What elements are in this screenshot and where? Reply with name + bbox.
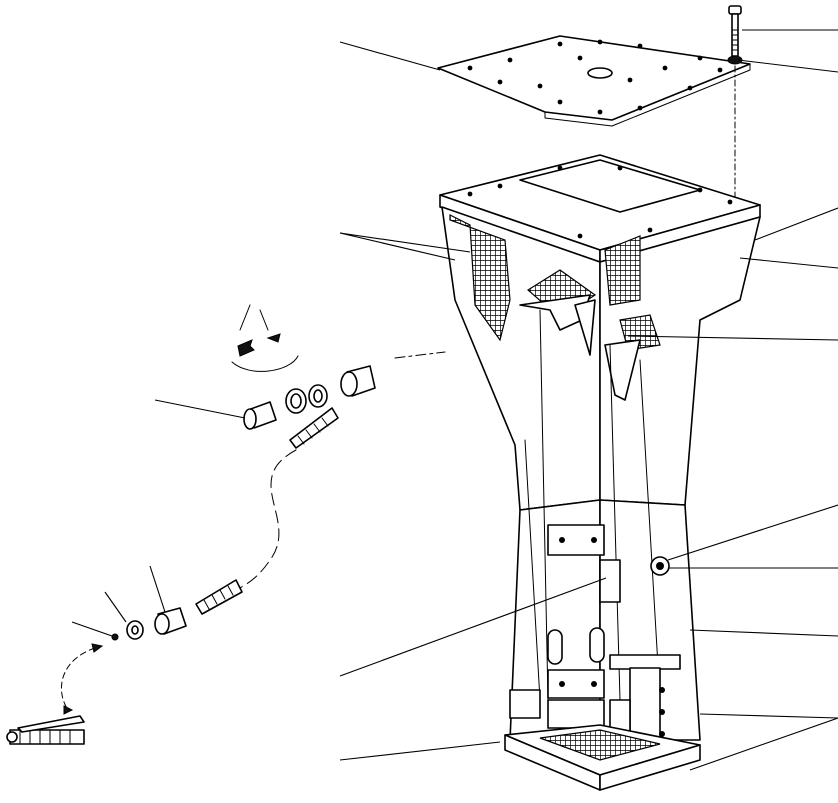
- top-plate: [437, 35, 751, 127]
- frame-column: [439, 154, 761, 791]
- hand-tool-icon: [6, 643, 104, 745]
- rotation-arrows-icon: [231, 304, 299, 372]
- leader-lines: [71, 29, 838, 771]
- fitting-assembly: [111, 351, 446, 641]
- plate-bolt-holes: [467, 39, 723, 115]
